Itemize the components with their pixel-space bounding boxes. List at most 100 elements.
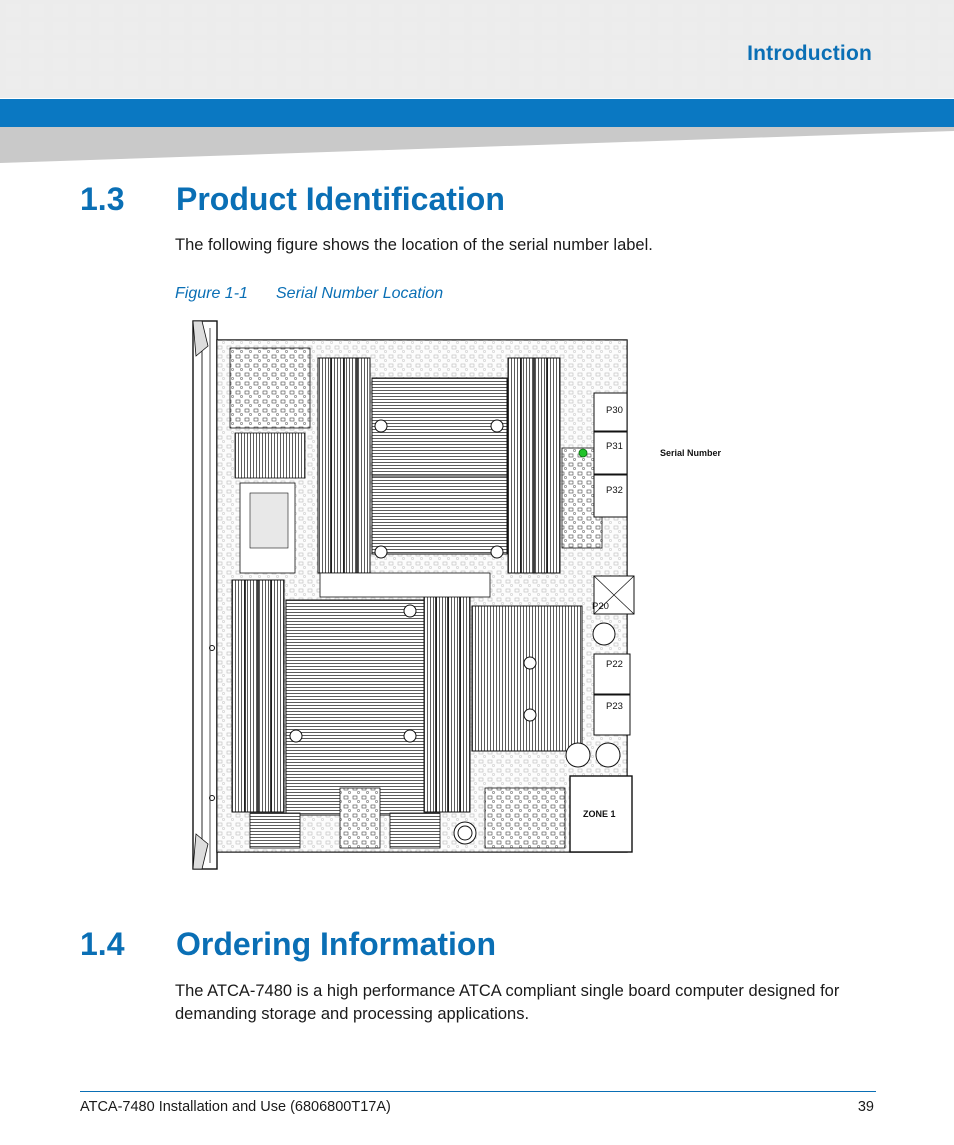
header-grey-wedge [0, 127, 954, 163]
header-dot [402, 58, 418, 71]
connector-label-p23: P23 [606, 701, 623, 712]
header-dot [285, 58, 301, 71]
header-dot [821, 22, 837, 35]
header-dot [658, 22, 674, 35]
section-title: Product Identification [176, 181, 505, 217]
figure-title: Serial Number Location [276, 285, 444, 302]
header-dot [75, 4, 91, 17]
header-dot [122, 4, 138, 17]
header-dot [378, 4, 394, 17]
header-dot [565, 58, 581, 71]
header-dot [495, 76, 511, 89]
header-dot [448, 76, 464, 89]
header-dot [285, 76, 301, 89]
serial-number-marker [578, 448, 588, 458]
header-dot [355, 4, 371, 17]
header-dot [75, 22, 91, 35]
header-dot [52, 58, 68, 71]
header-dot [681, 22, 697, 35]
header-dot [938, 4, 953, 17]
header-dot [588, 76, 604, 89]
header-dot [705, 22, 720, 35]
header-dot [658, 58, 674, 71]
header-dot [402, 40, 418, 53]
header-dot [891, 76, 907, 89]
header-dot [308, 58, 324, 71]
header-dot [402, 76, 418, 89]
header-dot [52, 4, 68, 17]
header-dot [29, 40, 45, 53]
header-dot [751, 58, 767, 71]
header-dot [751, 22, 767, 35]
connector-label-p30: P30 [606, 405, 623, 416]
header-dot [52, 22, 68, 35]
header-dot [169, 76, 185, 89]
header-dot [611, 22, 627, 35]
header-dot [868, 58, 884, 71]
header-dot [192, 22, 208, 35]
header-dot [239, 76, 254, 89]
header-dot [99, 22, 115, 35]
header-dot [378, 76, 394, 89]
header-dot [914, 76, 930, 89]
header-dot [239, 58, 254, 71]
header-dot [938, 58, 953, 71]
header-dot [262, 76, 278, 89]
header-dot [262, 22, 278, 35]
connector-label-p20: P20 [592, 601, 609, 612]
header-dot [75, 76, 91, 89]
header-dot [99, 40, 115, 53]
header-dot [448, 22, 464, 35]
header-dot [355, 76, 371, 89]
header-dot [611, 4, 627, 17]
header-dot [728, 58, 744, 71]
header-dot [518, 58, 534, 71]
header-dot [192, 4, 208, 17]
header-dot [145, 22, 161, 35]
board-figure: P30 P31 P32 P20 P22 P23 ZONE 1 Serial Nu… [192, 320, 722, 870]
header-dot [355, 22, 371, 35]
header-dot [495, 40, 511, 53]
header-dot [332, 40, 348, 53]
header-dot [611, 40, 627, 53]
header-dot [844, 58, 860, 71]
header-dot [914, 58, 930, 71]
header-dot [425, 58, 441, 71]
header-dot [751, 76, 767, 89]
header-dot [378, 58, 394, 71]
header-dot [681, 58, 697, 71]
header-dot [169, 58, 185, 71]
misc-components [229, 347, 621, 849]
header-dot [378, 22, 394, 35]
connector-label-p32: P32 [606, 485, 623, 496]
header-dot [844, 76, 860, 89]
header-dot [192, 40, 208, 53]
header-dot [821, 4, 837, 17]
header-dot [891, 22, 907, 35]
header-dot [705, 40, 720, 53]
header-dot [472, 76, 487, 89]
header-dot [308, 22, 324, 35]
header-dot [192, 58, 208, 71]
header-dot [891, 58, 907, 71]
header-dot [285, 22, 301, 35]
header-dot [285, 4, 301, 17]
zone1-label: ZONE 1 [583, 809, 616, 819]
header-dot [29, 22, 45, 35]
header-dot [868, 22, 884, 35]
header-dot [774, 58, 790, 71]
header-dot [472, 40, 487, 53]
lower-heatsinks [285, 599, 583, 816]
header-dot [75, 58, 91, 71]
header-dot [798, 22, 814, 35]
header-dot [844, 22, 860, 35]
header-dot [122, 58, 138, 71]
header-dot [751, 4, 767, 17]
header-dot [332, 22, 348, 35]
header-dot [355, 58, 371, 71]
header-dot [99, 58, 115, 71]
header-dot [658, 4, 674, 17]
header-dot [52, 76, 68, 89]
